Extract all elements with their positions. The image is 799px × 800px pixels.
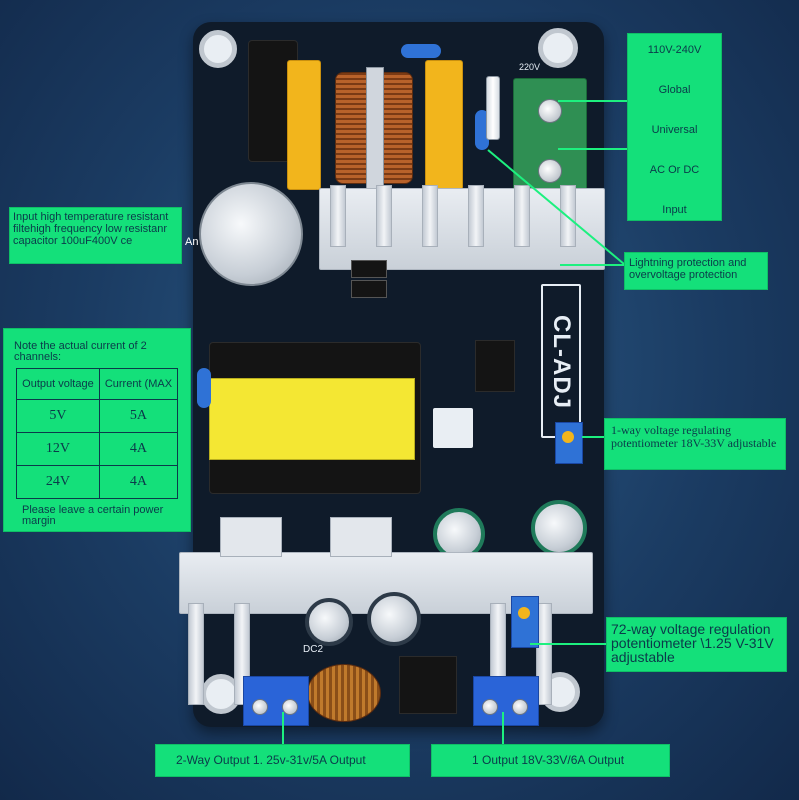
table-header-cell: Current (MAX — [98, 368, 179, 400]
input-word: Input — [662, 204, 687, 216]
power-supply-board: 220V An CL-ADJ DC2 — [179, 22, 605, 727]
blue-y-capacitor — [401, 44, 441, 58]
dc2-capacitor-1 — [305, 598, 353, 646]
blue-y-capacitor-2 — [475, 110, 489, 150]
toroid-inductor — [307, 664, 381, 722]
terminal-screw — [512, 699, 528, 715]
table-row: 24V 4A — [16, 465, 179, 499]
potentiometer-2 — [511, 596, 539, 648]
input-ac-dc: AC Or DC — [649, 164, 700, 176]
silk-220v: 220V — [519, 62, 541, 72]
fuse — [486, 76, 500, 140]
table-header-cell: Output voltage — [16, 368, 100, 400]
output-1-label: 1 Output 18V-33V/6A Output — [431, 744, 670, 777]
regulator-ic — [399, 656, 457, 714]
input-global: Global — [658, 84, 691, 96]
output-current-table: Output voltage Current (MAX 5V 5A 12V 4A… — [16, 368, 179, 499]
note-footer: Please leave a certain power margin — [22, 504, 164, 527]
silk-dc2: DC2 — [303, 644, 324, 655]
x-capacitor-left — [287, 60, 321, 190]
mounting-hole-top-right — [538, 28, 578, 68]
potentiometer-1-label: 1-way voltage regulating potentiometer 1… — [604, 418, 786, 470]
potentiometer-2-label: 72-way voltage regulation potentiometer … — [606, 617, 787, 672]
callout-line — [558, 148, 628, 150]
table-cell: 4A — [98, 465, 179, 499]
callout-line — [560, 264, 624, 266]
table-header-row: Output voltage Current (MAX — [16, 368, 179, 400]
board-model-text: CL-ADJ — [548, 315, 575, 409]
table-cell: 5V — [16, 399, 100, 433]
upper-heatsink — [319, 185, 605, 270]
table-cell: 24V — [16, 465, 100, 499]
output-2-label: 2-Way Output 1. 25v-31v/5A Output — [155, 744, 410, 777]
brand-logo — [433, 408, 473, 448]
dc2-capacitor-2 — [367, 592, 421, 646]
silk-an: An — [185, 236, 199, 248]
terminal-screw — [538, 159, 562, 183]
x-capacitor-right — [425, 60, 463, 190]
input-electrolytic-capacitor — [199, 182, 303, 286]
input-spec-panel: 110V-240V Global Universal AC Or DC Inpu… — [627, 33, 722, 221]
table-cell: 4A — [98, 432, 179, 466]
callout-line — [502, 712, 504, 746]
table-cell: 12V — [16, 432, 100, 466]
callout-line — [530, 643, 606, 645]
smd-resistor — [351, 260, 387, 278]
transformer-winding — [209, 378, 415, 460]
board-model-label: CL-ADJ — [541, 284, 581, 438]
lightning-protection-label: Lightning protection and overvoltage pro… — [624, 252, 768, 290]
callout-diagonal — [487, 149, 625, 265]
terminal-screw — [282, 699, 298, 715]
table-row: 5V 5A — [16, 399, 179, 433]
table-row: 12V 4A — [16, 432, 179, 466]
smd-resistor-2 — [351, 280, 387, 298]
table-cell: 5A — [98, 399, 179, 433]
terminal-screw — [252, 699, 268, 715]
output-capacitor-2 — [531, 500, 587, 556]
capacitor-label: Input high temperature resistant filtehi… — [9, 207, 182, 264]
terminal-screw — [482, 699, 498, 715]
output-terminal-1 — [473, 676, 539, 726]
control-ic — [475, 340, 515, 392]
callout-line — [282, 712, 284, 746]
output-terminal-2 — [243, 676, 309, 726]
mounting-hole-top-left — [199, 30, 237, 68]
callout-line — [582, 436, 606, 438]
input-voltage-range: 110V-240V — [647, 44, 702, 56]
callout-line — [558, 100, 628, 102]
note-title: Note the actual current of 2 channels: — [14, 340, 147, 363]
terminal-screw — [538, 99, 562, 123]
blue-y-capacitor-3 — [197, 368, 211, 408]
potentiometer-1 — [555, 422, 583, 464]
common-mode-choke — [335, 67, 413, 191]
input-universal: Universal — [651, 124, 698, 136]
